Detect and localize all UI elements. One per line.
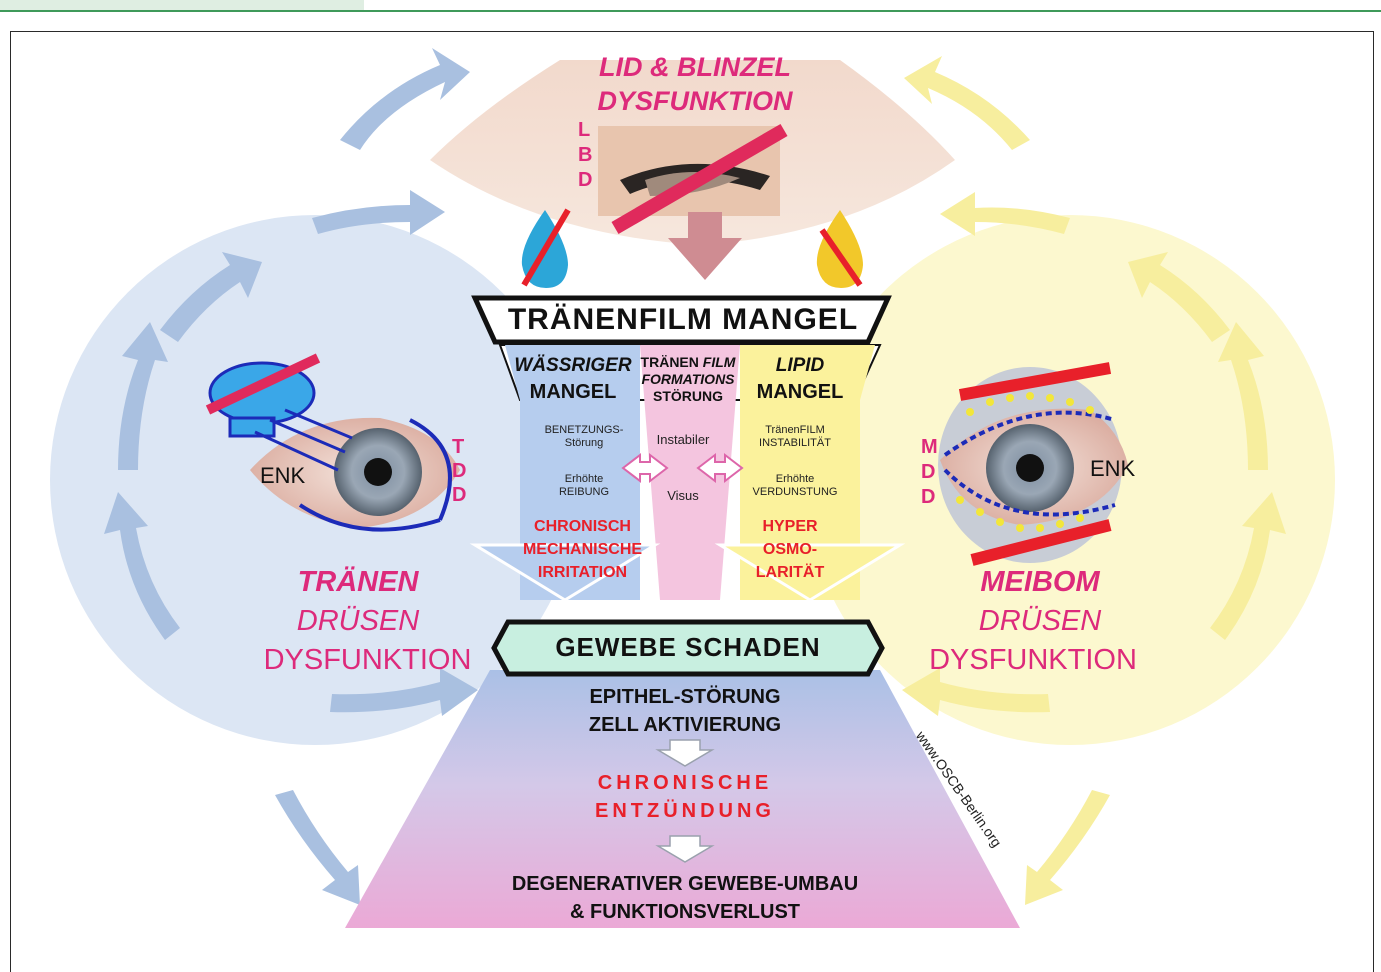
mid-category: TRÄNEN FILM FORMATIONS STÖRUNG xyxy=(632,354,744,405)
left-result-line2: MECHANISCHE xyxy=(515,538,650,561)
mid-item2: Visus xyxy=(640,488,726,503)
damage-line4: ENTZÜNDUNG xyxy=(530,797,840,825)
damage-line3: CHRONISCHE xyxy=(530,769,840,797)
right-category: LIPID MANGEL xyxy=(745,355,855,404)
right-category-line2: MANGEL xyxy=(745,381,855,404)
mid-category-line3: STÖRUNG xyxy=(632,388,744,405)
damage-lines-top: EPITHEL-STÖRUNG ZELL AKTIVIERUNG xyxy=(530,683,840,739)
left-item1: BENETZUNGS- Störung xyxy=(528,424,640,450)
damage-header: GEWEBE SCHADEN xyxy=(498,632,878,663)
left-result: CHRONISCH MECHANISCHE IRRITATION xyxy=(515,515,650,584)
right-result-line3: LARITÄT xyxy=(740,561,840,584)
mid-category-line1: TRÄNEN xyxy=(641,354,699,370)
mdd-acronym-letter: D xyxy=(921,485,938,510)
tdd-acronym-letter: D xyxy=(452,483,466,507)
water-drop-icon xyxy=(522,210,568,288)
tdd-title-line2: DRÜSEN xyxy=(268,602,448,641)
left-item1-line1: BENETZUNGS- xyxy=(528,424,640,437)
left-item1-line2: Störung xyxy=(528,437,640,450)
mdd-title-line3: DYSFUNKTION xyxy=(913,641,1153,680)
lbd-acronym: L B D xyxy=(578,118,592,193)
left-category-line2: MANGEL xyxy=(508,381,638,404)
tearfilm-header: TRÄNENFILM MANGEL xyxy=(478,303,888,337)
left-item2: Erhöhte REIBUNG xyxy=(528,473,640,499)
tdd-acronym-letter: T xyxy=(452,435,466,459)
left-item2-line2: REIBUNG xyxy=(528,486,640,499)
mdd-title-line2: DRÜSEN xyxy=(950,602,1130,641)
damage-line2: ZELL AKTIVIERUNG xyxy=(530,711,840,739)
damage-line1: EPITHEL-STÖRUNG xyxy=(530,683,840,711)
mdd-title: MEIBOM DRÜSEN xyxy=(950,563,1130,641)
tdd-acronym: T D D xyxy=(452,435,466,507)
right-item2: Erhöhte VERDUNSTUNG xyxy=(740,473,850,499)
damage-line6: & FUNKTIONSVERLUST xyxy=(440,898,930,926)
lbd-acronym-letter: L xyxy=(578,118,592,143)
damage-lines-bottom: DEGENERATIVER GEWEBE-UMBAU & FUNKTIONSVE… xyxy=(440,870,930,926)
left-category-line1: WÄSSRIGER xyxy=(508,355,638,377)
mid-item1: Instabiler xyxy=(640,432,726,447)
mid-category-line1b: FILM xyxy=(703,354,736,370)
tdd-acronym-letter: D xyxy=(452,459,466,483)
left-result-line1: CHRONISCH xyxy=(515,515,650,538)
left-item2-line1: Erhöhte xyxy=(528,473,640,486)
blue-arrow xyxy=(275,790,360,905)
mdd-acronym-letter: D xyxy=(921,460,938,485)
tdd-enk-label: ENK xyxy=(260,463,305,489)
mdd-title-line1: MEIBOM xyxy=(950,563,1130,602)
right-result-line1: HYPER xyxy=(740,515,840,538)
right-result-line2: OSMO- xyxy=(740,538,840,561)
right-category-line1: LIPID xyxy=(745,355,855,377)
lbd-title-line2: DYSFUNKTION xyxy=(560,84,830,118)
lbd-acronym-letter: B xyxy=(578,143,592,168)
mdd-enk-label: ENK xyxy=(1090,456,1135,482)
right-item2-line2: VERDUNSTUNG xyxy=(740,486,850,499)
tdd-title: TRÄNEN DRÜSEN xyxy=(268,563,448,641)
left-result-line3: IRRITATION xyxy=(515,561,650,584)
tdd-title-line1: TRÄNEN xyxy=(268,563,448,602)
lbd-title-line1: LID & BLINZEL xyxy=(560,50,830,84)
right-result: HYPER OSMO- LARITÄT xyxy=(740,515,840,584)
right-item1: TränenFILM INSTABILITÄT xyxy=(740,424,850,450)
mdd-acronym-letter: M xyxy=(921,435,938,460)
mdd-acronym: M D D xyxy=(921,435,938,510)
right-item1-line2: INSTABILITÄT xyxy=(740,437,850,450)
mid-category-line2: FORMATIONS xyxy=(632,371,744,388)
lbd-acronym-letter: D xyxy=(578,168,592,193)
damage-line5: DEGENERATIVER GEWEBE-UMBAU xyxy=(440,870,930,898)
damage-inflammation: CHRONISCHE ENTZÜNDUNG xyxy=(530,769,840,825)
blue-arrow xyxy=(340,48,470,150)
right-item2-line1: Erhöhte xyxy=(740,473,850,486)
left-category: WÄSSRIGER MANGEL xyxy=(508,355,638,404)
tdd-title-line3: DYSFUNKTION xyxy=(250,641,485,680)
lbd-title: LID & BLINZEL DYSFUNKTION xyxy=(560,50,830,118)
right-item1-line1: TränenFILM xyxy=(740,424,850,437)
